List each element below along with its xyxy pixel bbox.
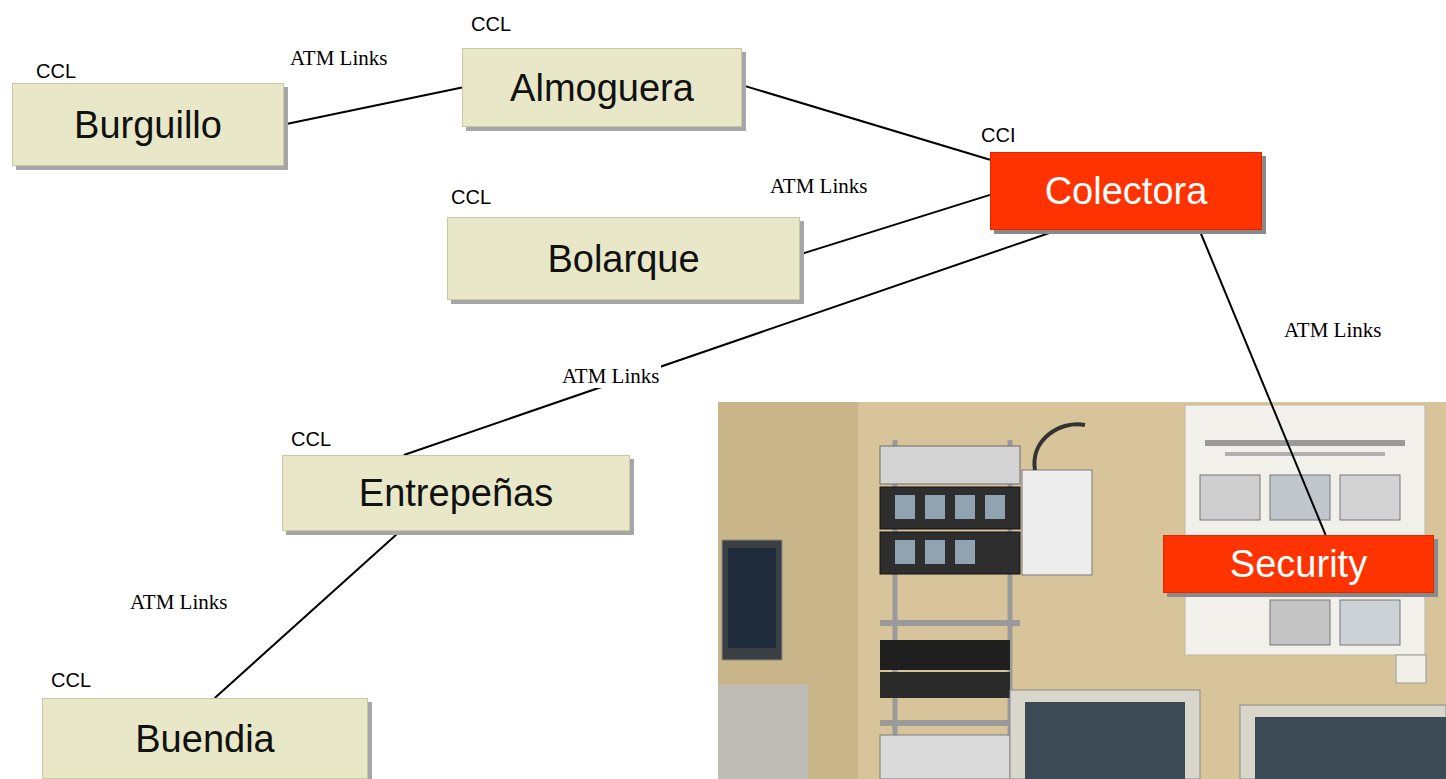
atm-link [742, 85, 990, 160]
link-label: ATM Links [1282, 318, 1383, 342]
poster-image [1200, 475, 1260, 520]
rack-display [925, 540, 945, 564]
rack-display [895, 540, 915, 564]
station-name: Bolarque [547, 237, 699, 281]
atm-link [215, 531, 401, 698]
station-type: CCL [451, 186, 491, 208]
poster-image [1340, 475, 1400, 520]
rack-shelf [880, 620, 1020, 626]
atm-link [1199, 230, 1325, 535]
desk-unit [718, 685, 808, 779]
station-name: Colectora [1045, 169, 1208, 213]
rack-display [955, 540, 975, 564]
wall-socket [1396, 655, 1426, 683]
station-name: Burguillo [74, 103, 222, 147]
atm-link [800, 195, 990, 254]
link-label: ATM Links [288, 46, 389, 70]
rack-unit [880, 446, 1020, 484]
station-name: Buendia [135, 717, 274, 761]
station-name: Almoguera [510, 66, 694, 110]
link-label: ATM Links [128, 590, 229, 614]
photo-scene [718, 402, 1446, 779]
rack-display [895, 495, 915, 519]
station-box: CCLAlmoguera [462, 48, 742, 127]
rack-unit [880, 640, 1010, 670]
wall-shade [718, 402, 858, 779]
monitor-screen [1025, 702, 1185, 779]
wall [718, 402, 1446, 779]
atm-link [284, 88, 462, 125]
station-type: CCL [36, 60, 76, 82]
link-label: ATM Links [560, 364, 661, 388]
microphone-arm [1034, 424, 1085, 470]
poster-image [1270, 600, 1330, 645]
link-label: ATM Links [768, 174, 869, 198]
station-box: CCLEntrepeñas [282, 455, 630, 531]
station-type: CCL [471, 13, 511, 35]
station-box: CCLBolarque [447, 217, 800, 300]
poster-image [1340, 600, 1400, 645]
station-type: CCL [291, 428, 331, 450]
poster-image [1270, 475, 1330, 520]
monitor-screen [1255, 717, 1446, 779]
side-monitor-screen [728, 548, 776, 648]
rack-display [985, 495, 1005, 519]
station-box: CCLBurguillo [12, 83, 284, 166]
rack-box [1022, 470, 1092, 575]
station-type: CCI [981, 124, 1015, 146]
security-box: Security [1163, 535, 1434, 593]
rack-shelf [880, 720, 1020, 726]
poster [1185, 405, 1425, 655]
rack-unit [880, 487, 1020, 529]
side-monitor [722, 540, 782, 660]
station-type: CCL [51, 669, 91, 691]
monitor [1240, 705, 1446, 779]
poster-line [1205, 440, 1405, 446]
station-name: Entrepeñas [359, 471, 553, 515]
rack-unit [880, 532, 1020, 574]
rack-unit [880, 735, 1010, 779]
monitor [1010, 690, 1200, 779]
rack-display [955, 495, 975, 519]
collector-box: CCIColectora [990, 152, 1262, 230]
station-box: CCLBuendia [42, 698, 368, 779]
poster-line [1225, 452, 1385, 456]
station-name: Security [1230, 542, 1367, 586]
rack-display [925, 495, 945, 519]
rack-unit [880, 672, 1010, 698]
